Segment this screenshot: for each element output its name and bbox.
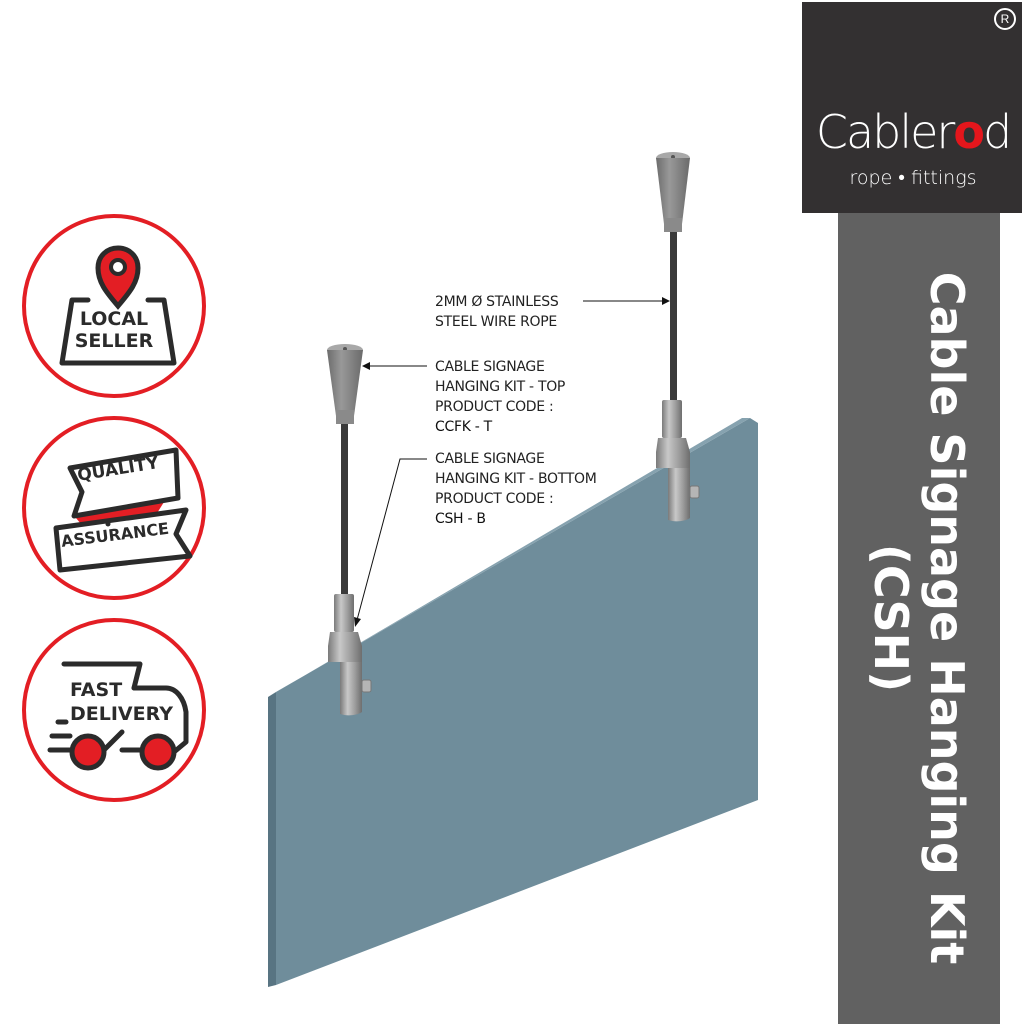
product-code-bottom: CSH - B	[435, 511, 486, 527]
callout-top-kit: CABLE SIGNAGE HANGING KIT - TOP PRODUCT …	[435, 357, 565, 437]
badge-text-line: DELIVERY	[70, 703, 173, 725]
callout-leaders	[356, 300, 664, 621]
delivery-truck-icon	[47, 661, 189, 771]
callout-line: HANGING KIT - TOP	[435, 379, 566, 395]
brand-wordmark-accent: o	[953, 105, 985, 159]
signage-kit-diagram	[268, 152, 758, 987]
product-title: Cable Signage Hanging Kit (CSH)	[863, 272, 975, 965]
badge-text-line: SELLER	[74, 330, 154, 352]
callout-line: CABLE SIGNAGE	[435, 451, 545, 467]
brand-wordmark: Cablerod	[802, 105, 1024, 159]
callout-bottom-kit: CABLE SIGNAGE HANGING KIT - BOTTOM PRODU…	[435, 449, 597, 529]
badge-fast-delivery-text: FAST DELIVERY	[70, 678, 173, 726]
brand-wordmark-suffix: d	[982, 105, 1012, 159]
arrow-icon	[662, 297, 670, 305]
callout-line: HANGING KIT - BOTTOM	[435, 471, 597, 487]
ribbon-banner-icon	[53, 447, 193, 573]
badge-quality-assurance: QUALITY ASSURANCE	[22, 416, 206, 600]
brand-logo: R Cablerod rope • fittings	[802, 2, 1022, 213]
callout-line: CABLE SIGNAGE	[435, 359, 545, 375]
product-title-line1: Cable Signage Hanging Kit	[920, 271, 974, 965]
callout-line: PRODUCT CODE :	[435, 491, 554, 507]
callout-wire-rope: 2MM Ø STAINLESS STEEL WIRE ROPE	[435, 292, 559, 332]
product-title-line2: (CSH)	[864, 543, 918, 693]
badge-local-seller-text: LOCAL SELLER	[26, 308, 202, 352]
right-hanging-kit	[656, 152, 700, 522]
callout-line: PRODUCT CODE :	[435, 399, 554, 415]
badge-local-seller: LOCAL SELLER	[22, 214, 206, 398]
product-code-top: CCFK - T	[435, 419, 492, 435]
left-hanging-kit	[327, 344, 372, 716]
brand-wordmark-prefix: Cabler	[815, 105, 955, 159]
title-strip: Cable Signage Hanging Kit (CSH)	[838, 213, 1000, 1024]
badge-fast-delivery: FAST DELIVERY	[22, 618, 206, 802]
callout-line: 2MM Ø STAINLESS	[435, 294, 559, 310]
badge-text-line: FAST	[70, 679, 123, 701]
arrow-icon	[362, 362, 370, 370]
leader-arrowheads	[354, 297, 670, 627]
sign-panel	[268, 418, 758, 987]
brand-tagline: rope • fittings	[849, 167, 977, 189]
map-pin-icon	[59, 245, 177, 366]
badge-text-line: LOCAL	[79, 308, 149, 330]
arrow-icon	[354, 617, 361, 627]
callout-line: STEEL WIRE ROPE	[435, 314, 557, 330]
registered-trademark-icon: R	[994, 8, 1016, 30]
